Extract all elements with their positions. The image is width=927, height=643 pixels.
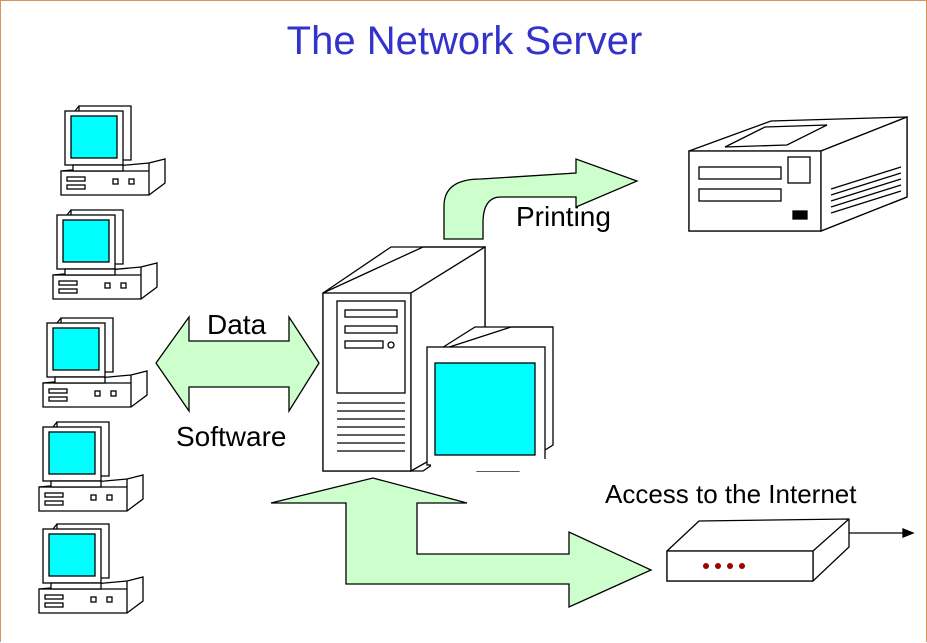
- client-computers: [38, 105, 166, 614]
- internet-arrow: [270, 477, 653, 609]
- data-label: Data: [207, 309, 267, 340]
- client-computer-icon: [60, 105, 166, 196]
- client-computer-icon: [42, 317, 148, 408]
- client-computer-icon: [52, 209, 158, 300]
- printing-label: Printing: [516, 201, 611, 232]
- server-monitor-icon: [426, 326, 567, 472]
- printing-arrow: [443, 158, 639, 240]
- diagram-title: The Network Server: [286, 19, 643, 63]
- internet-access-label: Access to the Internet: [605, 479, 857, 509]
- data-software-arrow: [155, 314, 320, 414]
- software-label: Software: [176, 421, 287, 452]
- printer-icon: [688, 116, 908, 232]
- client-computer-icon: [38, 523, 144, 614]
- modem-icon: [666, 518, 915, 582]
- client-computer-icon: [38, 421, 144, 512]
